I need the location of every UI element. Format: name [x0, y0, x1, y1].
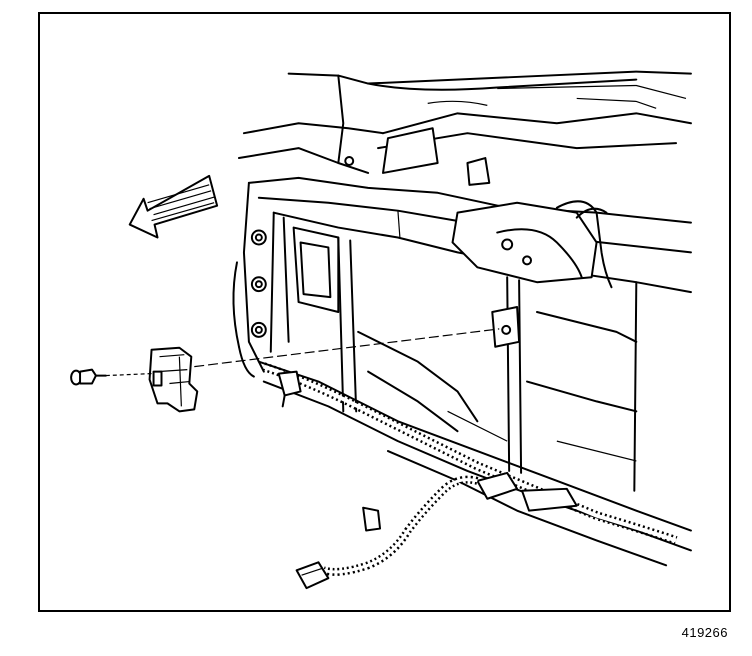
impact-sensor-icon	[148, 346, 199, 413]
sensor-mounting-bracket	[491, 306, 521, 348]
lower-crossmember	[257, 360, 692, 567]
left-side-wall	[232, 181, 340, 378]
front-arrow-icon	[128, 174, 219, 239]
hood-latch-assembly	[451, 200, 613, 289]
radiator-support-upper	[237, 70, 692, 186]
push-pin-fastener-icon	[70, 368, 107, 386]
diagram-frame	[38, 12, 731, 612]
wiring-harness	[262, 362, 678, 590]
harness-connector-icon	[295, 561, 330, 590]
figure-id-label: 419266	[681, 625, 728, 640]
installation-leader-lines	[105, 328, 500, 377]
vehicle-front-structure-drawing	[70, 70, 692, 590]
